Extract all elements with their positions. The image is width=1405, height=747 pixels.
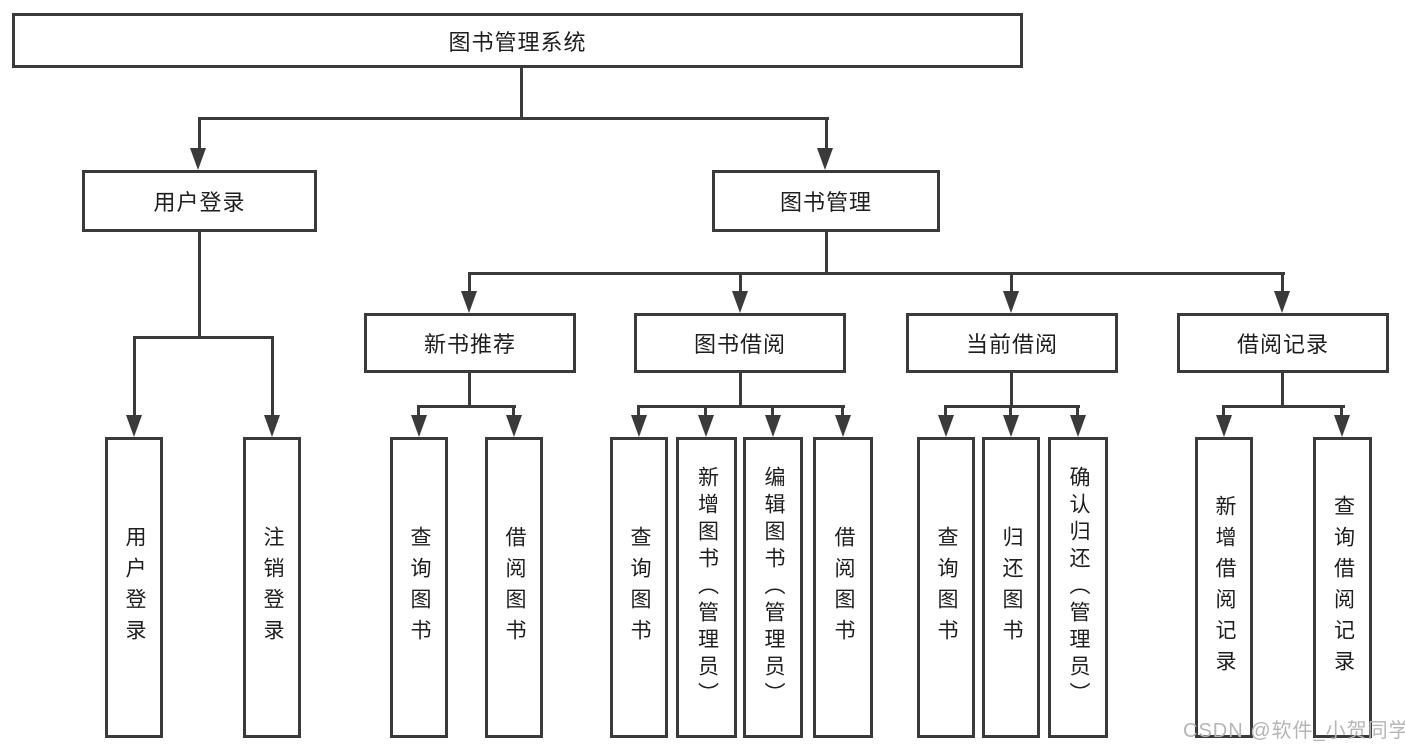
connector-vline xyxy=(1010,370,1013,408)
connector-vline xyxy=(944,407,947,417)
connector-vline xyxy=(704,407,707,417)
connector-hline xyxy=(944,405,1080,408)
node-new-book-recommend: 新书推荐 xyxy=(364,313,576,373)
connector-hline xyxy=(133,336,274,339)
arrow-down-icon xyxy=(461,291,477,313)
arrow-down-icon xyxy=(1216,415,1232,437)
arrow-down-icon xyxy=(1003,415,1019,437)
arrow-down-icon xyxy=(411,415,427,437)
connector-vline xyxy=(512,407,515,417)
leaf-query-borrow-record: 查询借阅记录 xyxy=(1313,437,1372,738)
connector-vline xyxy=(1281,370,1284,408)
leaf-add-borrow-record: 新增借阅记录 xyxy=(1195,437,1253,738)
connector-vline xyxy=(468,274,471,294)
connector-vline xyxy=(739,370,742,408)
connector-vline xyxy=(771,407,774,417)
connector-hline xyxy=(198,117,829,120)
connector-hline xyxy=(468,272,1285,275)
connector-vline xyxy=(825,229,828,275)
leaf-query-books-recommend: 查询图书 xyxy=(390,437,448,738)
arrow-down-icon xyxy=(732,291,748,313)
leaf-edit-book-admin: 编辑图书（管理员） xyxy=(743,437,803,738)
connector-vline xyxy=(417,407,420,417)
connector-vline xyxy=(739,274,742,294)
connector-vline xyxy=(825,119,828,150)
arrow-down-icon xyxy=(264,415,280,437)
node-book-borrow: 图书借阅 xyxy=(634,313,846,373)
leaf-confirm-return-admin: 确认归还（管理员） xyxy=(1048,437,1108,738)
connector-vline xyxy=(1010,274,1013,294)
connector-vline xyxy=(133,338,136,416)
connector-hline xyxy=(1222,405,1345,408)
connector-vline xyxy=(841,407,844,417)
leaf-borrow-books: 借阅图书 xyxy=(813,437,873,738)
node-library-system: 图书管理系统 xyxy=(12,13,1023,68)
node-borrow-records: 借阅记录 xyxy=(1177,313,1389,373)
connector-vline xyxy=(1281,274,1284,294)
arrow-down-icon xyxy=(698,415,714,437)
arrow-down-icon xyxy=(506,415,522,437)
connector-vline xyxy=(1009,407,1012,417)
connector-vline xyxy=(468,370,471,408)
connector-hline xyxy=(417,405,516,408)
arrow-down-icon xyxy=(190,148,206,170)
connector-hline xyxy=(637,405,845,408)
arrow-down-icon xyxy=(938,415,954,437)
connector-vline xyxy=(1076,407,1079,417)
arrow-down-icon xyxy=(631,415,647,437)
arrow-down-icon xyxy=(1274,291,1290,313)
arrow-down-icon xyxy=(1070,415,1086,437)
connector-vline xyxy=(637,407,640,417)
arrow-down-icon xyxy=(817,148,833,170)
connector-vline xyxy=(198,229,201,339)
leaf-query-books-borrow: 查询图书 xyxy=(610,437,668,738)
connector-vline xyxy=(1222,407,1225,417)
leaf-user-login: 用户登录 xyxy=(105,437,163,738)
arrow-down-icon xyxy=(1003,291,1019,313)
arrow-down-icon xyxy=(835,415,851,437)
arrow-down-icon xyxy=(1334,415,1350,437)
connector-vline xyxy=(1340,407,1343,417)
leaf-add-book-admin: 新增图书（管理员） xyxy=(676,437,737,738)
node-user-login: 用户登录 xyxy=(82,170,317,232)
node-book-management: 图书管理 xyxy=(712,170,940,232)
connector-vline xyxy=(198,119,201,150)
node-current-borrow: 当前借阅 xyxy=(906,313,1118,373)
leaf-return-book: 归还图书 xyxy=(982,437,1040,738)
arrow-down-icon xyxy=(126,415,142,437)
connector-vline xyxy=(271,338,274,416)
leaf-borrow-books-recommend: 借阅图书 xyxy=(485,437,543,738)
leaf-query-books-current: 查询图书 xyxy=(917,437,975,738)
leaf-logout: 注销登录 xyxy=(243,437,301,738)
watermark: CSDN @软件_小贺同学 xyxy=(1183,720,1405,742)
connector-vline xyxy=(520,66,523,120)
arrow-down-icon xyxy=(765,415,781,437)
